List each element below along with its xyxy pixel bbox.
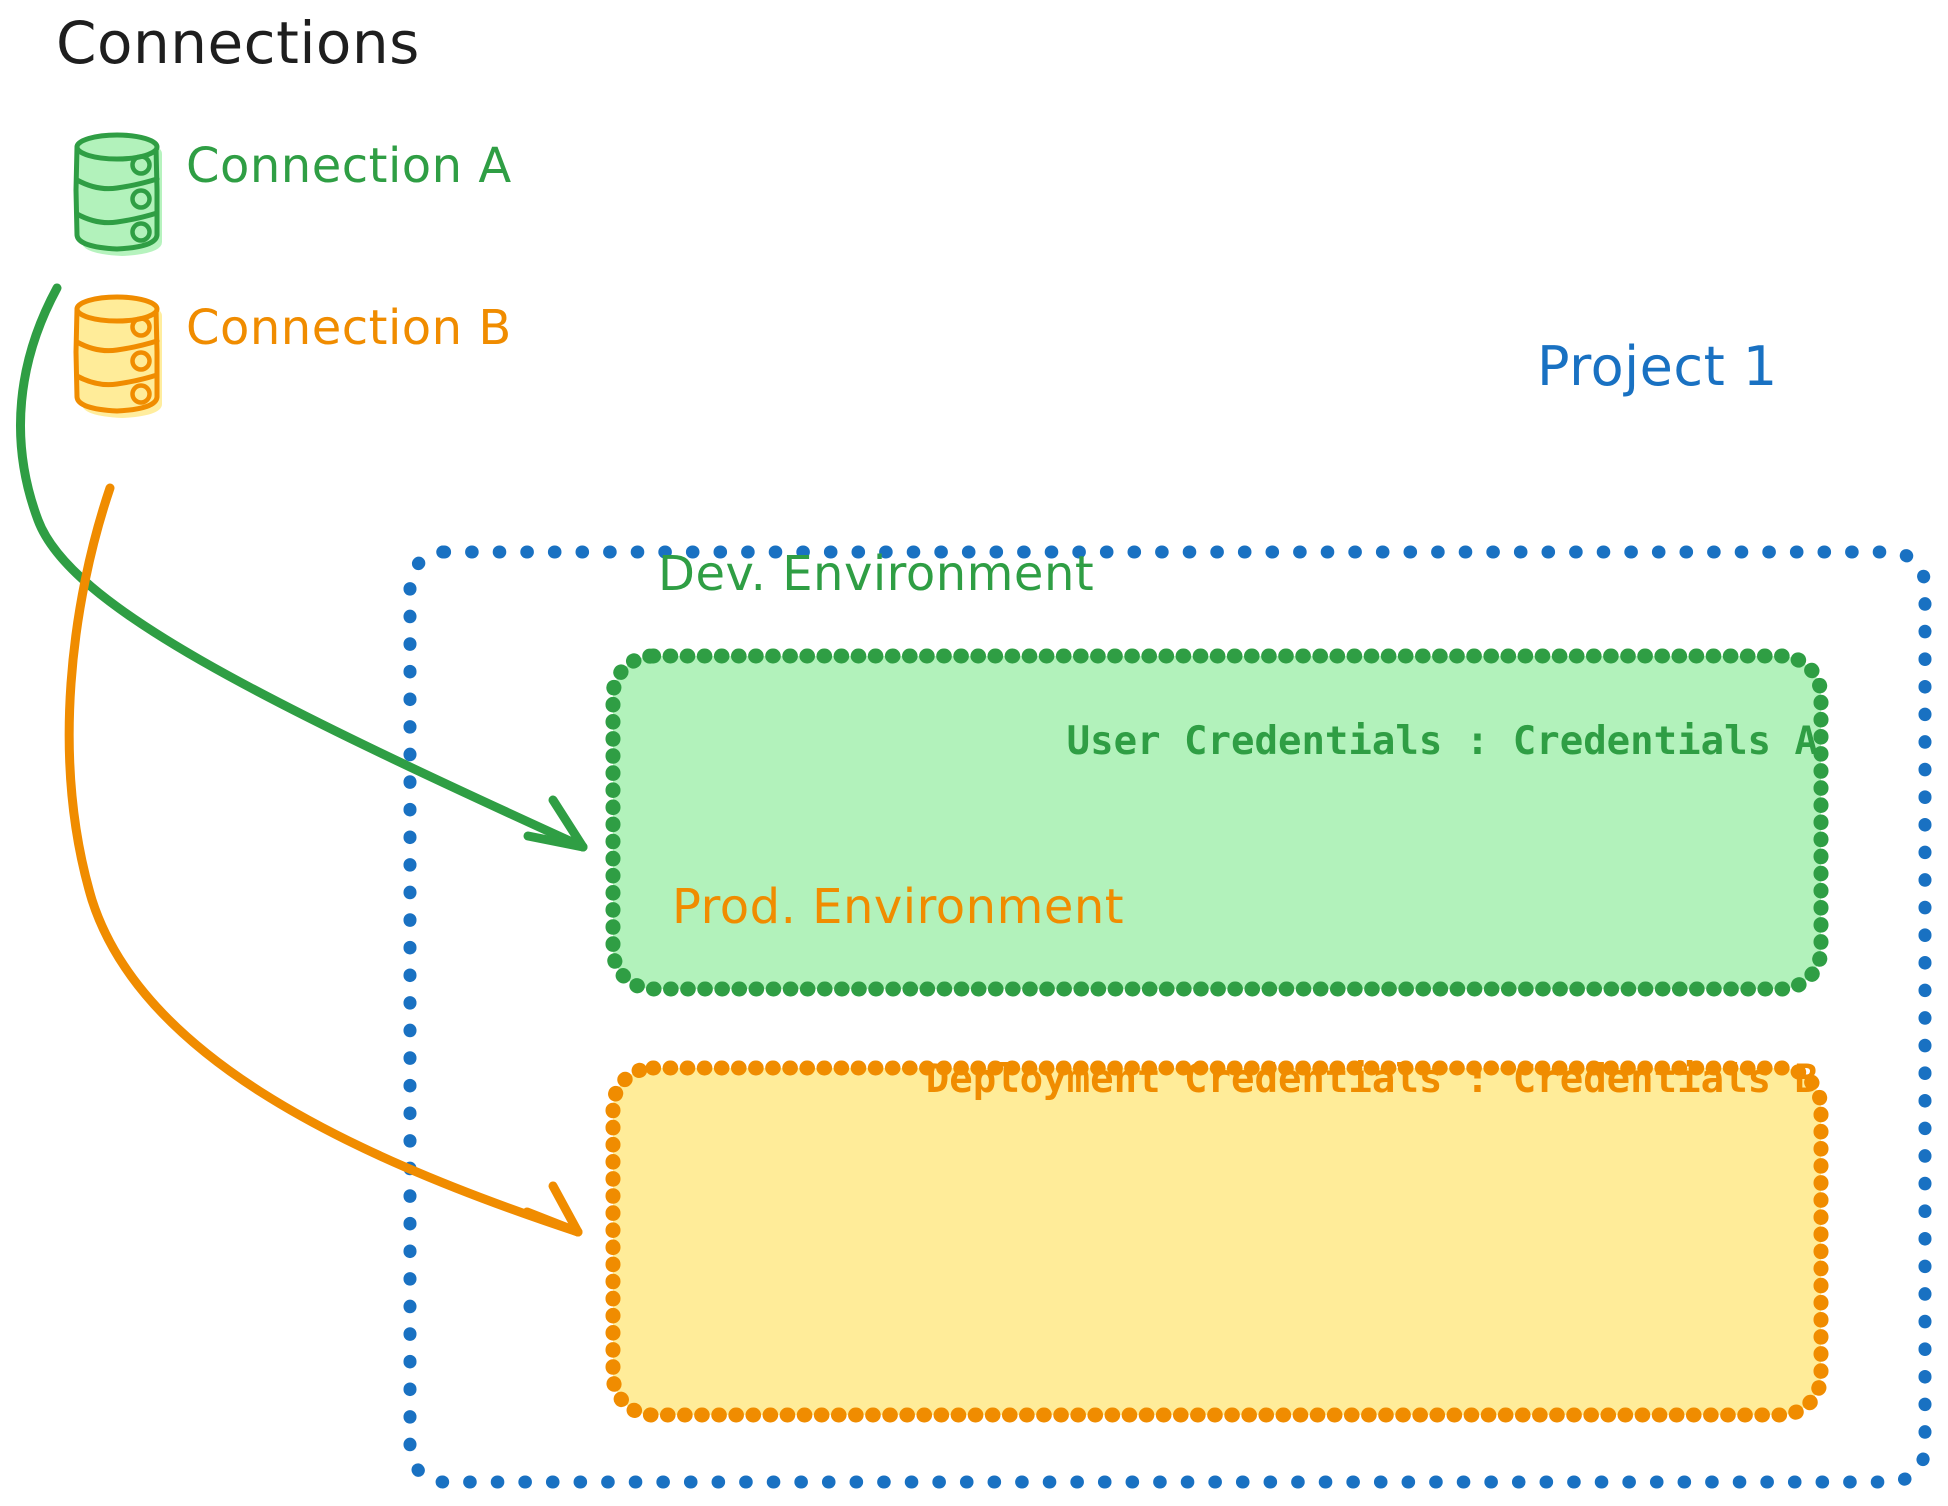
arrow-b-head-upper [548,1181,583,1237]
prod-environment-credentials: Deployment Credentials : Credentials B [925,1057,1818,1102]
db-b-top-ellipse [74,294,160,324]
db-b-outline [73,306,160,414]
arrow-connection-a-to-dev [16,283,588,852]
prod-environment-dotted-border [605,1060,1829,1423]
db-b-divider-1 [74,338,160,354]
db-a-indicator-3 [130,221,152,243]
arrow-b-head-lower [522,1207,583,1237]
database-cylinder-icon[interactable] [73,132,162,256]
project-dotted-border [403,545,1932,1489]
arrow-connection-b-to-prod [64,483,583,1237]
arrow-a-head-lower [523,831,588,852]
prod-environment-box[interactable] [605,1060,1829,1423]
db-b-indicator-3 [130,383,152,405]
db-a-outline [73,144,160,252]
prod-environment-title: Prod. Environment [672,879,1125,935]
db-a-indicator-1 [130,154,152,176]
database-cylinder-icon[interactable] [73,294,162,418]
dev-environment-title: Dev. Environment [658,546,1095,602]
project-title: Project 1 [1537,335,1778,398]
db-a-indicator-2 [130,188,152,210]
page-title: Connections [56,9,420,77]
db-a-top-ellipse [74,132,160,162]
arrow-a-head-upper [548,795,588,852]
db-b-indicator-2 [130,350,152,372]
prod-environment-fill [613,1068,1821,1415]
arrow-b-curve [64,483,583,1237]
connection-b-label[interactable]: Connection B [186,300,512,356]
dev-environment-dotted-border [605,648,1829,997]
arrow-a-curve [16,283,588,852]
dev-environment-credentials: User Credentials : Credentials A [1066,719,1818,764]
dev-environment-fill [613,656,1821,989]
dev-environment-box[interactable] [605,648,1829,997]
db-b-indicator-1 [130,316,152,338]
db-a-divider-2 [74,210,160,226]
connection-a-label[interactable]: Connection A [186,138,512,194]
db-a-divider-1 [74,176,160,192]
db-b-divider-2 [74,372,160,388]
project-container[interactable] [403,545,1932,1489]
